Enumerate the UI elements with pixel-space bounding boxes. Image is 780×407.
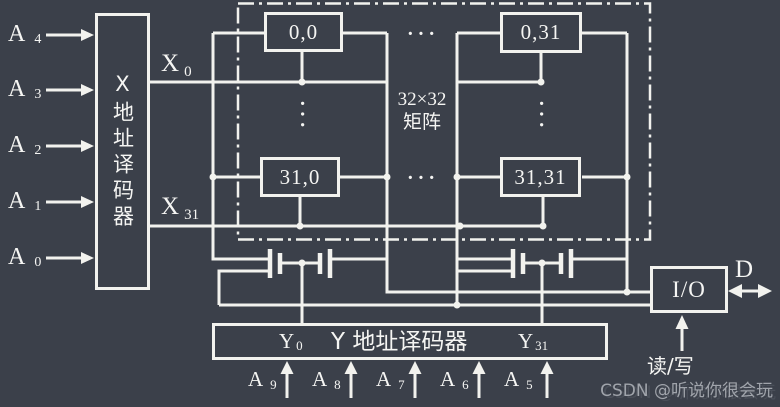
- matrix-cell-0-31: 0,31: [500, 12, 582, 53]
- t1-io-branch: [217, 269, 268, 305]
- junction-dot: [453, 301, 461, 309]
- junction-dot: [296, 222, 304, 230]
- bit-line-right-col0-and-io-rail2: [385, 33, 650, 294]
- junction-dot: [539, 222, 547, 230]
- junction-dot: [298, 78, 306, 86]
- col0-ellipsis: ···: [291, 100, 313, 133]
- junction-dot: [456, 222, 464, 230]
- y-decoder-title: Y 地址译码器: [331, 329, 468, 355]
- junction-dot: [623, 173, 631, 181]
- junction-dot: [623, 288, 631, 296]
- row0-ellipsis: ···: [407, 23, 440, 45]
- data-bidirectional-arrow: [728, 284, 772, 298]
- matrix-name: 矩阵: [402, 111, 441, 133]
- io-box: I/O: [650, 266, 728, 313]
- matrix-cell-31-0: 31,0: [260, 157, 340, 197]
- junction-dot: [537, 78, 545, 86]
- matrix-dash-border: [236, 2, 652, 241]
- y-input-arrows: [280, 361, 554, 398]
- watermark: CSDN @听说你很会玩: [600, 381, 773, 401]
- read-write-label: 读/写: [647, 354, 694, 378]
- row31-ellipsis: ···: [407, 167, 440, 189]
- junction-dot: [209, 173, 217, 181]
- x-decoder-box: X地址译码器: [95, 13, 150, 290]
- bit-line-left-col0: [211, 33, 268, 261]
- data-line-label: D: [735, 256, 754, 283]
- junction-dot: [298, 259, 306, 267]
- x-decoder-label: X地址译码器: [110, 72, 135, 231]
- junction-dot: [383, 173, 391, 181]
- col31-ellipsis: ···: [530, 100, 552, 133]
- read-write-arrow: [675, 315, 689, 351]
- matrix-cell-31-31: 31,31: [500, 157, 581, 197]
- x-input-arrows: [46, 29, 94, 264]
- matrix-size-label: 32×32 矩阵: [390, 89, 454, 133]
- matrix-size-value: 32×32: [397, 89, 447, 110]
- junction-dot: [453, 173, 461, 181]
- matrix-cell-0-0: 0,0: [264, 12, 343, 52]
- junction-dot: [538, 259, 546, 267]
